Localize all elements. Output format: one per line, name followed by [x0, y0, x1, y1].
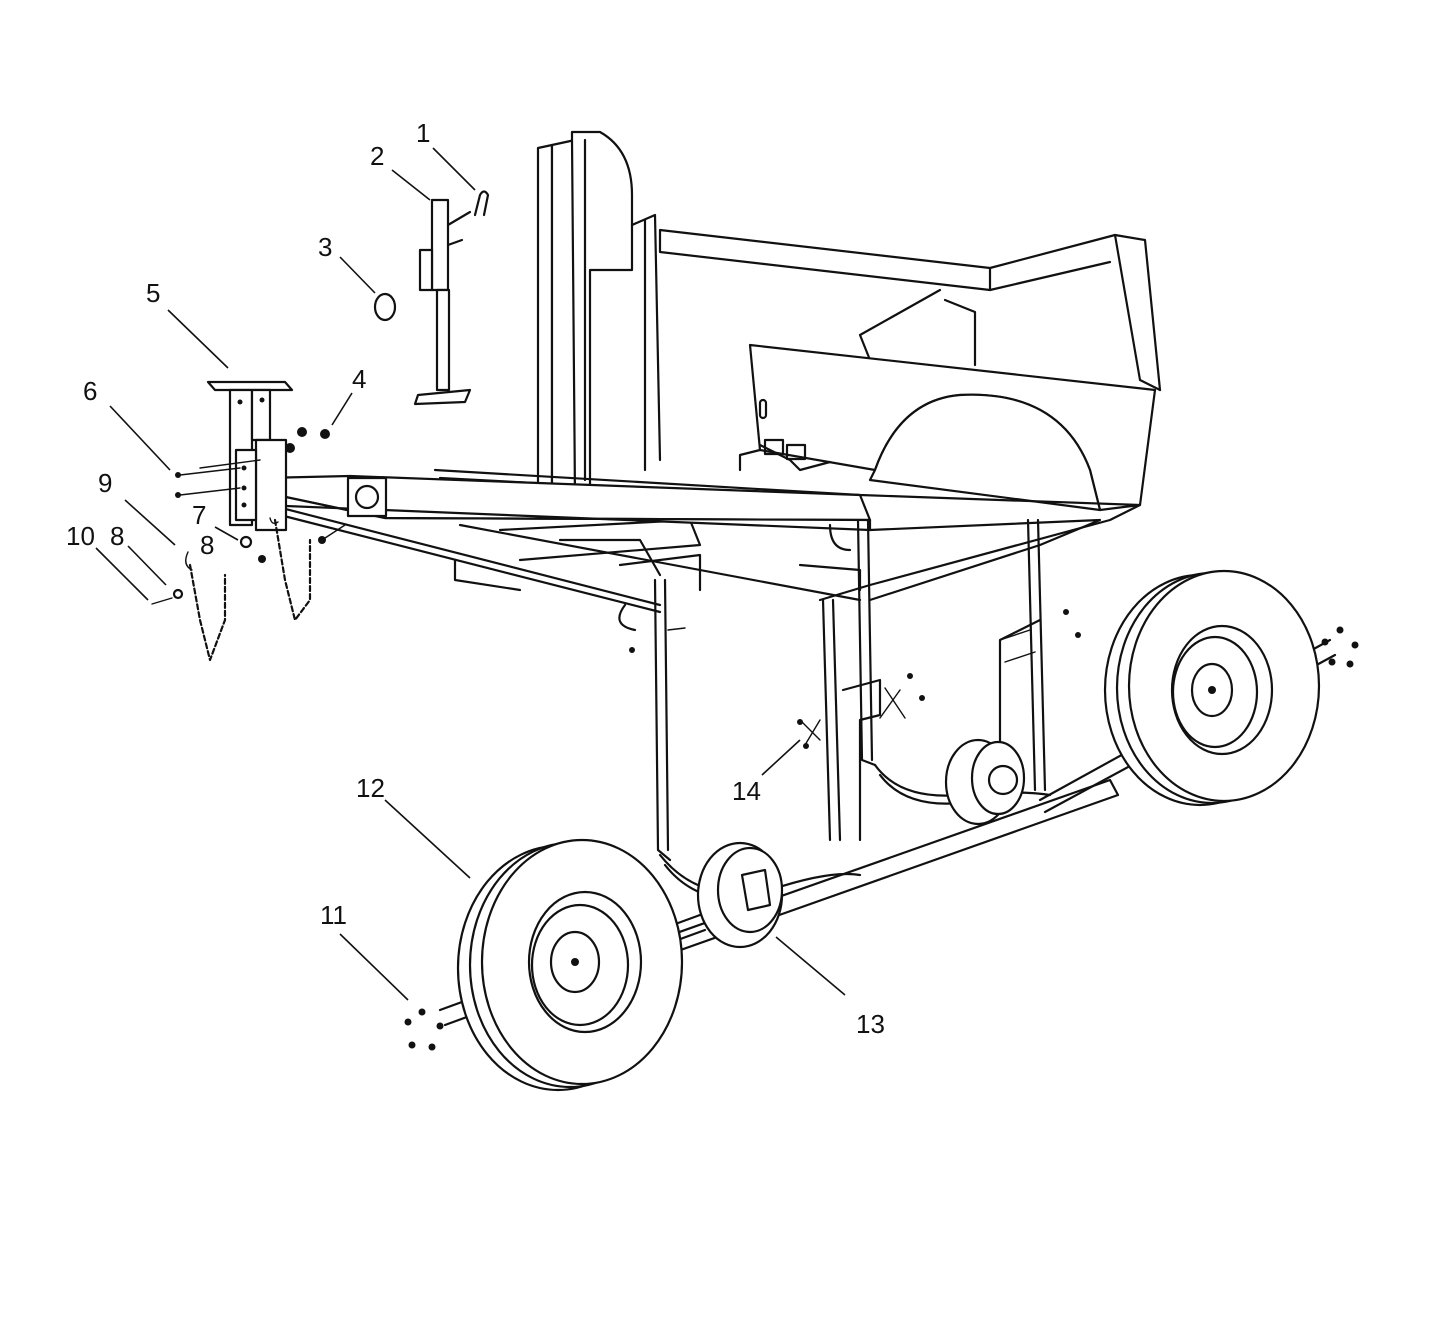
- callout-12: 12: [356, 773, 385, 803]
- bracket-nuts: [285, 427, 330, 453]
- callout-6: 6: [83, 376, 97, 406]
- coupler-bracket: [206, 380, 294, 532]
- tongue-beam: [260, 474, 872, 614]
- wheel-rear: [1103, 569, 1321, 807]
- callout-3: 3: [318, 232, 332, 262]
- chain-hardware: [151, 524, 346, 605]
- jack-pin: [473, 190, 490, 217]
- tongue-jack: [413, 198, 472, 406]
- callout-1: 1: [416, 118, 430, 148]
- leader-lines: [95, 147, 846, 1001]
- lug-nuts: [404, 626, 1359, 1051]
- rear-bed: [738, 233, 1162, 512]
- callout-2: 2: [370, 141, 384, 171]
- wheel-front: [456, 838, 684, 1092]
- callout-5: 5: [146, 278, 160, 308]
- callout-11: 11: [320, 900, 347, 930]
- u-bolts: [629, 609, 1081, 749]
- jack-ring: [373, 292, 397, 322]
- hub-drums: [696, 738, 1026, 949]
- spring-hangers: [618, 518, 1047, 862]
- callout-14: 14: [732, 776, 761, 806]
- callout-8-lower: 8: [110, 521, 124, 551]
- callout-9: 9: [98, 468, 112, 498]
- top-rail: [658, 228, 1162, 392]
- bracket-bolts: [175, 459, 261, 498]
- callout-4: 4: [352, 364, 366, 394]
- upright-tower: [536, 130, 662, 497]
- callout-13: 13: [856, 1009, 885, 1039]
- callout-7: 7: [192, 500, 206, 530]
- callout-10: 10: [66, 521, 95, 551]
- safety-chains: [185, 517, 312, 662]
- callout-labels: 1 2 3 4 5 6 7 8 8 9 10 11 12 13 14: [66, 118, 885, 1039]
- callout-8-upper: 8: [200, 530, 214, 560]
